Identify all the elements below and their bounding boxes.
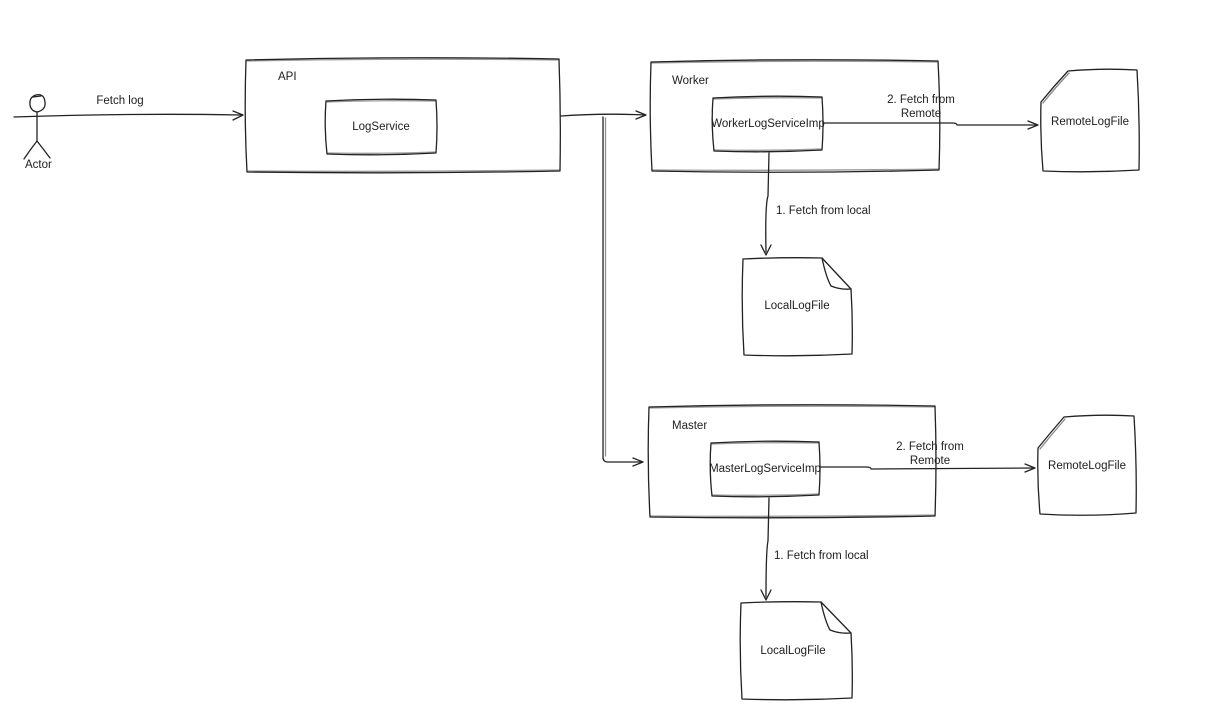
file-corner-sketch — [1042, 72, 1070, 104]
arrow-line — [602, 116, 642, 463]
arrow-head — [760, 244, 772, 256]
local-log-file-worker[interactable] — [741, 257, 853, 357]
edge-worker-fetch-local-label: 1. Fetch from local — [776, 205, 871, 217]
api-title: API — [278, 71, 297, 83]
actor-label: Actor — [25, 159, 52, 171]
master-impl-box[interactable] — [709, 440, 821, 498]
edge-master-fetch-remote-label: 2. Fetch from Remote — [896, 440, 964, 468]
remote-log-file-worker-label: RemoteLogFile — [1051, 116, 1129, 128]
arrow-line — [819, 466, 1034, 470]
arrow-line — [13, 113, 243, 118]
box-outline-sketch — [651, 60, 939, 171]
remote-log-file-master-label: RemoteLogFile — [1048, 460, 1126, 472]
file-corner-sketch — [1039, 418, 1066, 450]
box-outline — [324, 98, 438, 156]
box-outline — [244, 57, 561, 174]
file-outline — [1040, 68, 1140, 173]
edge-worker-fetch-local[interactable] — [760, 152, 772, 256]
edge-label-line2: Remote — [909, 455, 951, 467]
actor-head — [29, 94, 46, 113]
edge-api-worker[interactable] — [560, 110, 647, 120]
box-outline-sketch — [326, 100, 436, 154]
file-outline — [739, 601, 853, 701]
edge-label-line1: 2. Fetch from — [896, 441, 964, 453]
actor-legs — [23, 140, 51, 160]
box-outline — [711, 95, 824, 153]
arrow-head — [1027, 120, 1039, 130]
arrow-line — [765, 152, 770, 253]
master-impl-label: MasterLogServiceImp — [709, 463, 821, 475]
local-log-file-worker-label: LocalLogFile — [764, 300, 830, 312]
box-outline-sketch — [711, 442, 819, 496]
local-log-file-master-label: LocalLogFile — [760, 645, 826, 657]
arrow-head — [760, 589, 772, 601]
worker-box[interactable] — [649, 59, 941, 173]
box-outline-sketch — [649, 405, 935, 517]
edge-master-fetch-local[interactable] — [760, 497, 772, 601]
remote-log-file-worker[interactable] — [1040, 68, 1140, 173]
arrow-line — [560, 113, 645, 117]
master-box[interactable] — [647, 404, 937, 519]
edge-worker-fetch-remote-label: 2. Fetch from Remote — [887, 93, 955, 121]
edge-master-fetch-remote[interactable] — [819, 463, 1036, 473]
remote-log-file-master[interactable] — [1037, 414, 1137, 516]
edge-label-line2: Remote — [900, 108, 942, 120]
box-outline — [649, 59, 941, 173]
file-fold — [820, 601, 852, 634]
arrow-line — [765, 497, 770, 598]
arrow-head — [1024, 463, 1036, 473]
logservice-label: LogService — [352, 121, 410, 133]
arrow-line — [822, 122, 1037, 126]
edge-master-fetch-local-label: 1. Fetch from local — [774, 550, 869, 562]
edge-fetch-log-label: Fetch log — [96, 95, 144, 107]
local-log-file-master[interactable] — [739, 601, 853, 701]
arrow-head — [632, 457, 644, 467]
edge-api-master[interactable] — [602, 116, 644, 467]
edge-worker-fetch-remote[interactable] — [822, 120, 1039, 130]
worker-title: Worker — [672, 75, 709, 87]
worker-impl-label: WorkerLogServiceImp — [711, 118, 825, 130]
arrow-head — [232, 110, 244, 121]
box-outline-sketch — [246, 58, 560, 172]
file-outline — [1037, 414, 1137, 516]
api-box[interactable] — [244, 57, 561, 174]
box-outline-sketch — [713, 97, 822, 151]
arrow-head — [635, 110, 647, 120]
logservice-box[interactable] — [324, 98, 438, 156]
file-outline — [741, 257, 853, 357]
edge-fetch-log[interactable] — [13, 110, 244, 121]
worker-impl-box[interactable] — [711, 95, 824, 153]
master-title: Master — [672, 420, 708, 432]
file-fold — [821, 257, 852, 290]
edge-label-line1: 2. Fetch from — [887, 94, 955, 106]
actor-figure[interactable] — [23, 94, 51, 160]
box-outline — [709, 440, 821, 498]
box-outline — [647, 404, 937, 519]
